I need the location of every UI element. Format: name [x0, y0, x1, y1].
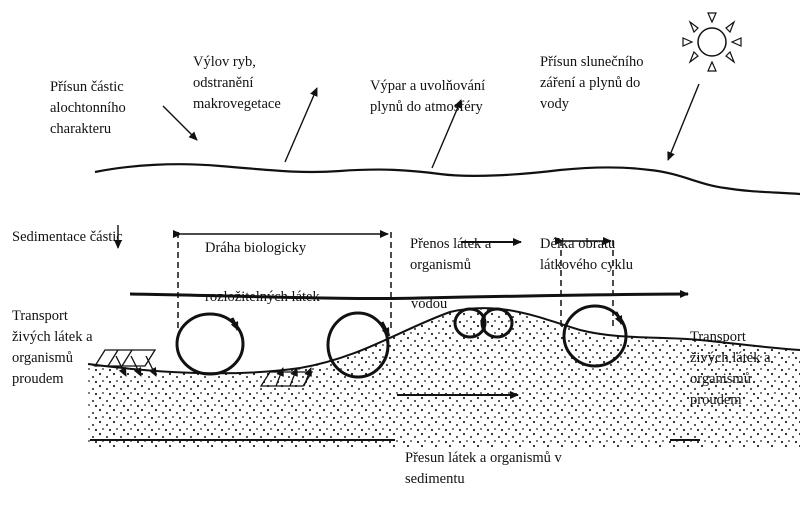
arrow-solar-input — [668, 84, 699, 160]
sun-icon — [683, 13, 741, 71]
label-sedimentation: Sedimentace částic — [12, 185, 123, 269]
label-water-transfer-vodou: vodou — [411, 252, 447, 336]
arrow-fish-removal — [285, 88, 317, 162]
label-decomposable-substances: rozložitelných látek — [205, 245, 320, 329]
water-surface-line — [95, 164, 800, 194]
arrow-allochthonous-input — [163, 106, 197, 140]
